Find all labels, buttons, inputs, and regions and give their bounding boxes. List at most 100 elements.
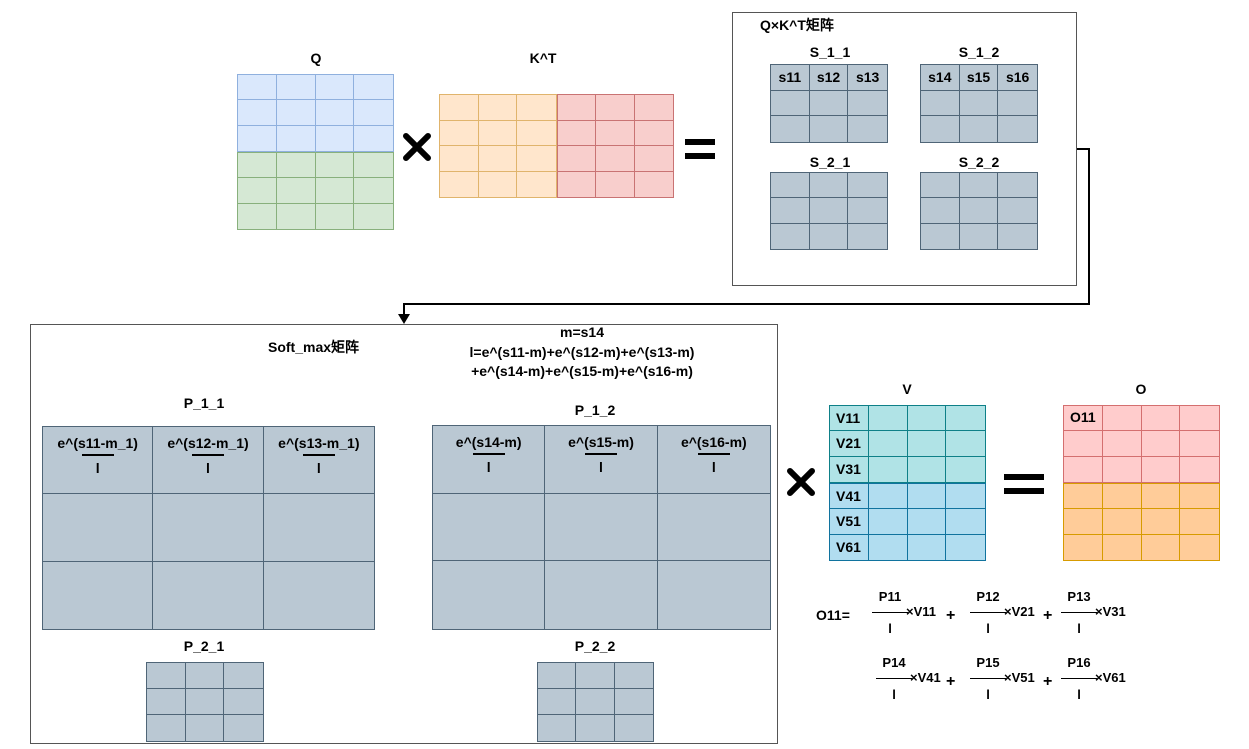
- matrix-cell: [921, 198, 960, 224]
- matrix-cell: [315, 153, 355, 179]
- kt-matrix-left: [439, 94, 557, 198]
- matrix-cell: [185, 663, 225, 689]
- matrix-cell: [868, 509, 908, 535]
- matrix-cell: [478, 120, 518, 146]
- matrix-cell: [848, 91, 887, 117]
- formula-plus: +: [946, 607, 956, 624]
- formula-lhs: O11=: [816, 607, 850, 623]
- matrix-cell-label: s14: [921, 65, 960, 91]
- matrix-cell: [558, 146, 597, 172]
- matrix-cell: [771, 90, 810, 117]
- matrix-cell: [1141, 431, 1181, 457]
- matrix-cell: [354, 100, 393, 126]
- matrix-cell: [238, 100, 277, 126]
- matrix-cell: [615, 715, 653, 741]
- matrix-cell: [315, 178, 355, 204]
- matrix-cell: [517, 146, 556, 172]
- formula-term-factor: ×V61: [1095, 670, 1126, 685]
- matrix-cell: [809, 173, 849, 199]
- matrix-cell: [869, 456, 908, 482]
- matrix-cell: [186, 715, 225, 741]
- p12-block-label: P_1_2: [574, 402, 616, 418]
- matrix-cell-label: V31: [830, 456, 869, 482]
- l-equation-line1: l=e^(s11-m)+e^(s12-m)+e^(s13-m): [469, 344, 695, 360]
- matrix-cell: [276, 100, 316, 126]
- fraction-denominator: l: [95, 460, 100, 476]
- p22-block: [537, 662, 654, 742]
- matrix-cell: [263, 494, 374, 562]
- matrix-cell: [545, 561, 658, 629]
- matrix-cell: [238, 125, 277, 151]
- equals-icon: [685, 139, 715, 159]
- formula-term-denominator: l: [892, 687, 896, 702]
- matrix-cell-label: V21: [830, 431, 869, 457]
- matrix-cell: [238, 75, 277, 101]
- matrix-cell: [264, 562, 374, 629]
- fraction-bar: [697, 453, 730, 455]
- matrix-cell: [43, 561, 154, 629]
- matrix-cell: [238, 153, 277, 179]
- matrix-cell-label: V61: [830, 534, 869, 560]
- matrix-cell: [147, 663, 186, 689]
- formula-plus: +: [946, 673, 956, 690]
- formula-term-numerator: P12: [976, 589, 1000, 604]
- matrix-cell: [153, 494, 264, 562]
- matrix-cell: [538, 715, 577, 741]
- matrix-cell: [959, 90, 999, 117]
- matrix-cell: [238, 178, 277, 204]
- matrix-cell: [921, 223, 960, 249]
- matrix-cell: [1141, 406, 1181, 432]
- matrix-cell: [147, 715, 186, 741]
- matrix-cell: [998, 173, 1037, 199]
- matrix-cell: [440, 171, 479, 197]
- matrix-cell: [478, 95, 518, 121]
- matrix-cell: [810, 223, 849, 249]
- matrix-cell-label: V41: [830, 484, 869, 510]
- formula-term-numerator: P11: [878, 589, 902, 604]
- matrix-cell: [276, 178, 316, 204]
- matrix-cell: [538, 663, 577, 689]
- matrix-cell: [277, 125, 316, 151]
- matrix-cell: [224, 663, 263, 689]
- matrix-cell: [576, 689, 615, 715]
- matrix-cell-label: s11: [771, 65, 810, 91]
- matrix-cell: [998, 91, 1037, 117]
- matrix-cell: [908, 456, 947, 482]
- p21-block: [146, 662, 264, 742]
- matrix-cell: [545, 493, 658, 562]
- matrix-cell: [1180, 431, 1219, 457]
- matrix-cell: [1064, 431, 1103, 457]
- formula-term-factor: ×V11: [906, 604, 937, 619]
- matrix-cell: [238, 203, 277, 229]
- matrix-cell: [576, 663, 615, 689]
- matrix-cell: [868, 431, 908, 457]
- p22-block-label: P_2_2: [574, 638, 616, 654]
- matrix-cell: [224, 715, 263, 741]
- matrix-cell: [479, 171, 518, 197]
- matrix-cell-label: s12: [809, 65, 849, 91]
- matrix-cell-label: s16: [998, 65, 1037, 91]
- matrix-cell: [946, 484, 985, 510]
- formula-term-factor: ×V21: [1004, 604, 1035, 619]
- matrix-cell: [868, 484, 908, 510]
- matrix-cell: [433, 561, 546, 629]
- matrix-cell: [538, 689, 577, 715]
- matrix-cell: [315, 75, 355, 101]
- matrix-cell: [960, 223, 999, 249]
- matrix-cell: [908, 534, 947, 560]
- matrix-cell: [614, 663, 653, 689]
- matrix-cell: [354, 75, 393, 101]
- kt-label: K^T: [529, 50, 557, 66]
- softmax-fraction-cell: e^(s16-m)l: [657, 426, 770, 494]
- matrix-cell: [596, 171, 635, 197]
- matrix-cell: [921, 173, 960, 199]
- matrix-cell: [614, 689, 653, 715]
- q-label: Q: [310, 50, 322, 66]
- formula-plus: +: [1043, 607, 1053, 624]
- fraction-bar: [472, 453, 505, 455]
